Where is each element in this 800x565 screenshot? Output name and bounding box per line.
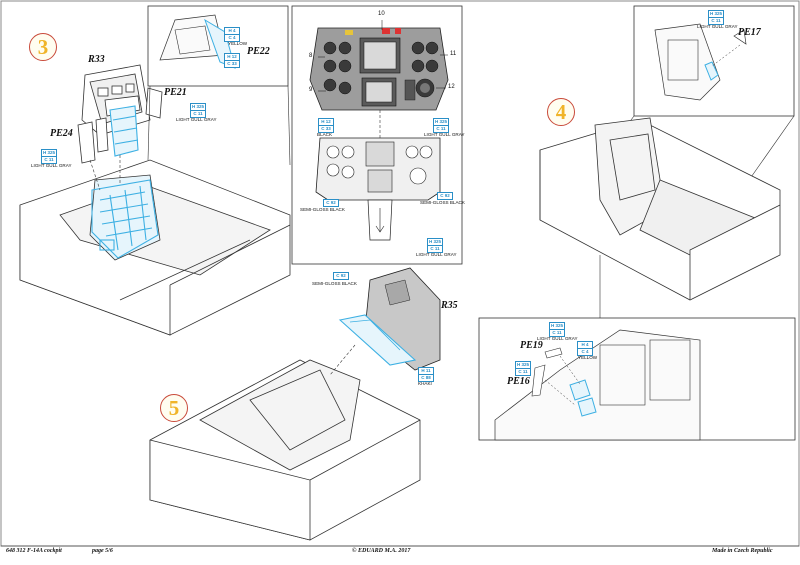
- paint-name: SEMI-GLOSS BLACK: [420, 200, 465, 205]
- r35-part: [329, 267, 441, 376]
- callout-11: 11: [450, 51, 457, 57]
- callout-10: 10: [378, 11, 385, 17]
- callout-12: 12: [448, 84, 455, 90]
- callout-9: 9: [309, 87, 313, 93]
- paint-name: LIGHT GULL GRAY: [416, 252, 457, 257]
- color-chip: H 325: [433, 118, 449, 126]
- paint-name: KHAKI: [418, 381, 432, 386]
- footer-page: page 5/6: [92, 548, 113, 554]
- color-chip: H 325: [708, 10, 724, 18]
- footer-product: 648 312 F-14A cockpit: [6, 548, 62, 554]
- step5-cockpit-tub: [149, 359, 421, 541]
- part-label-pe19: PE19: [520, 340, 543, 351]
- color-code-pe16: H 325 C 11: [515, 361, 531, 376]
- part-label-r33: R33: [88, 54, 105, 65]
- color-code-pe17: H 325 C 11: [708, 10, 724, 25]
- pe24-parts: [77, 117, 109, 164]
- footer-made-in: Made in Czech Republic: [712, 548, 773, 554]
- color-chip: H 325: [515, 361, 531, 369]
- callout-lines: [318, 20, 448, 92]
- color-code-pe19-yellow: H 4 C 4: [577, 341, 593, 356]
- pe21-bracket: [145, 87, 163, 119]
- pe21-etch: [109, 105, 139, 157]
- color-chip: C 33: [224, 61, 240, 68]
- color-chip: H 12: [318, 118, 334, 126]
- paint-name: SEMI-GLOSS BLACK: [312, 281, 357, 286]
- color-chip: C 11: [433, 126, 449, 133]
- color-chip: C 11: [427, 246, 443, 253]
- color-chip: C 88: [418, 375, 434, 382]
- color-code-pe21: H 325 C 11: [190, 103, 206, 118]
- step4-cockpit-tub: [539, 117, 781, 301]
- step-5-marker: 5: [160, 394, 188, 422]
- part-label-pe21: PE21: [164, 87, 187, 98]
- color-code-sgb-left: C 92: [323, 199, 339, 207]
- color-chip: H 12: [224, 53, 240, 61]
- color-chip: C 4: [224, 35, 240, 42]
- color-chip: C 92: [437, 192, 453, 200]
- color-chip: C 11: [515, 369, 531, 376]
- step4-pe16-inset: [478, 255, 796, 441]
- part-label-pe17: PE17: [738, 27, 761, 38]
- color-code-black: H 12 C 33: [318, 118, 334, 133]
- step-4-marker: 4: [547, 98, 575, 126]
- color-chip: C 11: [549, 330, 565, 337]
- color-code-center-bottom: H 325 C 11: [427, 238, 443, 253]
- paint-name: YELLOW: [228, 41, 248, 46]
- part-label-pe22: PE22: [247, 46, 270, 57]
- paint-name: BLACK: [317, 132, 333, 137]
- step-3-marker: 3: [29, 33, 57, 61]
- paint-name: YELLOW: [578, 355, 598, 360]
- color-code-khaki: H 11 C 88: [418, 367, 434, 382]
- paint-name: LIGHT GULL GRAY: [176, 117, 217, 122]
- color-chip: C 33: [318, 126, 334, 133]
- color-chip: H 11: [418, 367, 434, 375]
- color-code-r35: C 92: [333, 272, 349, 280]
- footer-copyright: © EDUARD M.A. 2017: [352, 548, 411, 554]
- color-code-center-lgg: H 325 C 11: [433, 118, 449, 133]
- step3-cockpit-tub: [19, 159, 291, 336]
- color-code-pe19-lgg: H 325 C 11: [549, 322, 565, 337]
- paint-name: LIGHT GULL GRAY: [424, 132, 465, 137]
- color-chip: H 325: [427, 238, 443, 246]
- color-chip: H 325: [41, 149, 57, 157]
- part-label-r35: R35: [441, 300, 458, 311]
- color-chip: C 11: [708, 18, 724, 25]
- color-code-pe22-khaki: H 12 C 33: [224, 53, 240, 68]
- step3-etch-panel: [91, 179, 159, 259]
- color-chip: C 92: [323, 199, 339, 207]
- part-label-pe24: PE24: [50, 128, 73, 139]
- color-chip: H 4: [224, 27, 240, 35]
- color-chip: C 4: [577, 349, 593, 356]
- part-label-pe16: PE16: [507, 376, 530, 387]
- pe22-inset: [147, 5, 291, 166]
- color-chip: C 11: [190, 111, 206, 118]
- color-chip: H 325: [549, 322, 565, 330]
- color-code-pe22-yellow: H 4 C 4: [224, 27, 240, 42]
- instrument-panel-inset: [291, 5, 463, 265]
- color-chip: H 4: [577, 341, 593, 349]
- paint-name: LIGHT GULL GRAY: [537, 336, 578, 341]
- color-chip: C 11: [41, 157, 57, 164]
- callout-8: 8: [309, 53, 313, 59]
- paint-name: LIGHT GULL GRAY: [31, 163, 72, 168]
- paint-name: SEMI-GLOSS BLACK: [300, 207, 345, 212]
- color-chip: H 325: [190, 103, 206, 111]
- color-code-pe24: H 325 C 11: [41, 149, 57, 164]
- paint-name: LIGHT GULL GRAY: [697, 24, 738, 29]
- color-code-sgb-right: C 92: [437, 192, 453, 200]
- color-chip: C 92: [333, 272, 349, 280]
